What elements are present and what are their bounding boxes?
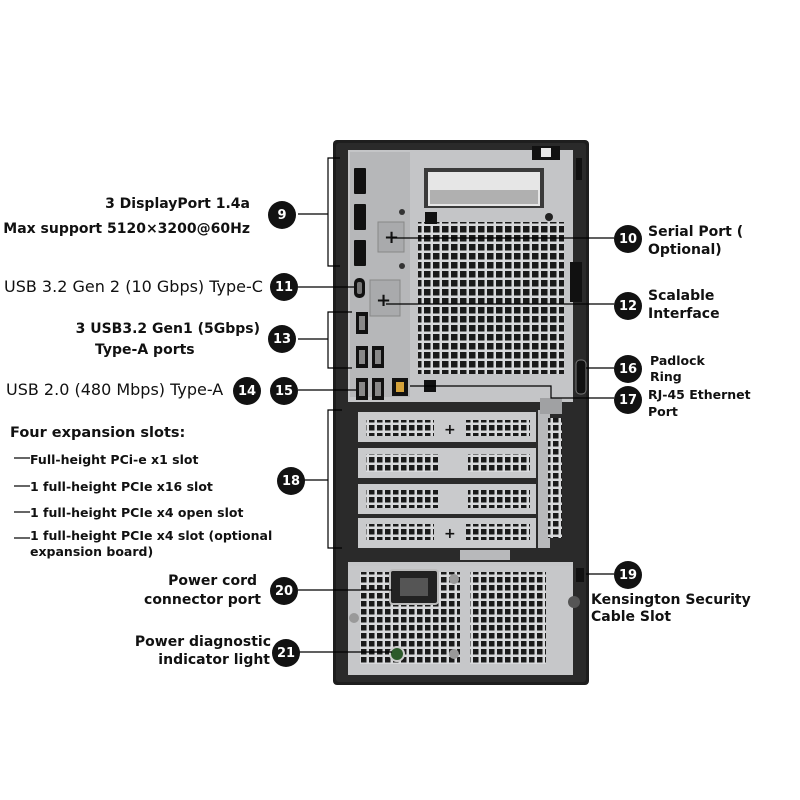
padlock-ring	[575, 359, 587, 395]
callout-11-label: USB 3.2 Gen 2 (10 Gbps) Type-C	[4, 277, 263, 296]
callout-9-label-2: Max support 5120×3200@60Hz	[3, 221, 250, 237]
callout-19-label-1: Kensington Security	[591, 592, 751, 608]
callout-10-label-2: Optional)	[648, 242, 722, 258]
displayport-1	[354, 168, 366, 194]
expansion-item-4: 1 full-height PCIe x4 slot (optional	[30, 528, 273, 543]
callout-12-badge: 12	[614, 292, 642, 320]
callout-13-label-2: Type-A ports	[95, 342, 195, 358]
callout-11-badge: 11	[270, 273, 298, 301]
callout-10-label-1: Serial Port (	[648, 224, 744, 240]
callout-12-label-2: Interface	[648, 306, 720, 322]
power-led	[389, 646, 405, 662]
callout-20-label-1: Power cord	[168, 573, 257, 589]
rear-vent-grill	[418, 222, 564, 374]
callout-16-label-2: Ring	[650, 369, 682, 384]
callout-20-label-2: connector port	[144, 592, 261, 608]
callout-17-label-2: Port	[648, 404, 678, 419]
expansion-item-2: 1 full-height PCIe x16 slot	[30, 479, 213, 494]
svg-text:+: +	[444, 526, 456, 542]
callout-14-badge: 14	[233, 377, 261, 405]
callout-21-label-2: indicator light	[158, 652, 270, 668]
svg-text:+: +	[376, 290, 391, 311]
callout-13-badge: 13	[268, 325, 296, 353]
callout-16-badge: 16	[614, 355, 642, 383]
callout-9-badge: 9	[268, 201, 296, 229]
expansion-slot-covers: + +	[358, 412, 536, 548]
callout-19-label-2: Cable Slot	[591, 609, 672, 625]
callout-20-badge: 20	[270, 577, 298, 605]
callout-12-label-1: Scalable	[648, 288, 715, 304]
callout-21-badge: 21	[272, 639, 300, 667]
leader-lines	[14, 157, 614, 653]
callout-9-label-1: 3 DisplayPort 1.4a	[105, 196, 250, 212]
callout-17-label-1: RJ-45 Ethernet	[648, 387, 751, 402]
callout-18-badge: 18	[277, 467, 305, 495]
displayport-3	[354, 240, 366, 266]
callout-17-badge: 17	[614, 386, 642, 414]
callout-13-label-1: 3 USB3.2 Gen1 (5Gbps)	[75, 321, 260, 337]
callout-15-badge: 15	[270, 377, 298, 405]
callout-14-label: USB 2.0 (480 Mbps) Type-A	[6, 380, 224, 399]
expansion-item-1: Full-height PCi-e x1 slot	[30, 452, 199, 467]
svg-text:+: +	[444, 422, 456, 438]
expansion-heading: Four expansion slots:	[10, 425, 186, 441]
expansion-item-3: 1 full-height PCIe x4 open slot	[30, 505, 244, 520]
displayport-2	[354, 204, 366, 230]
svg-text:+: +	[384, 227, 399, 248]
callout-16-label-1: Padlock	[650, 353, 705, 368]
callout-21-label-1: Power diagnostic	[134, 634, 271, 650]
kensington-slot	[576, 568, 584, 582]
callout-19-badge: 19	[614, 561, 642, 589]
expansion-item-5: expansion board)	[30, 544, 154, 559]
callout-10-badge: 10	[614, 225, 642, 253]
